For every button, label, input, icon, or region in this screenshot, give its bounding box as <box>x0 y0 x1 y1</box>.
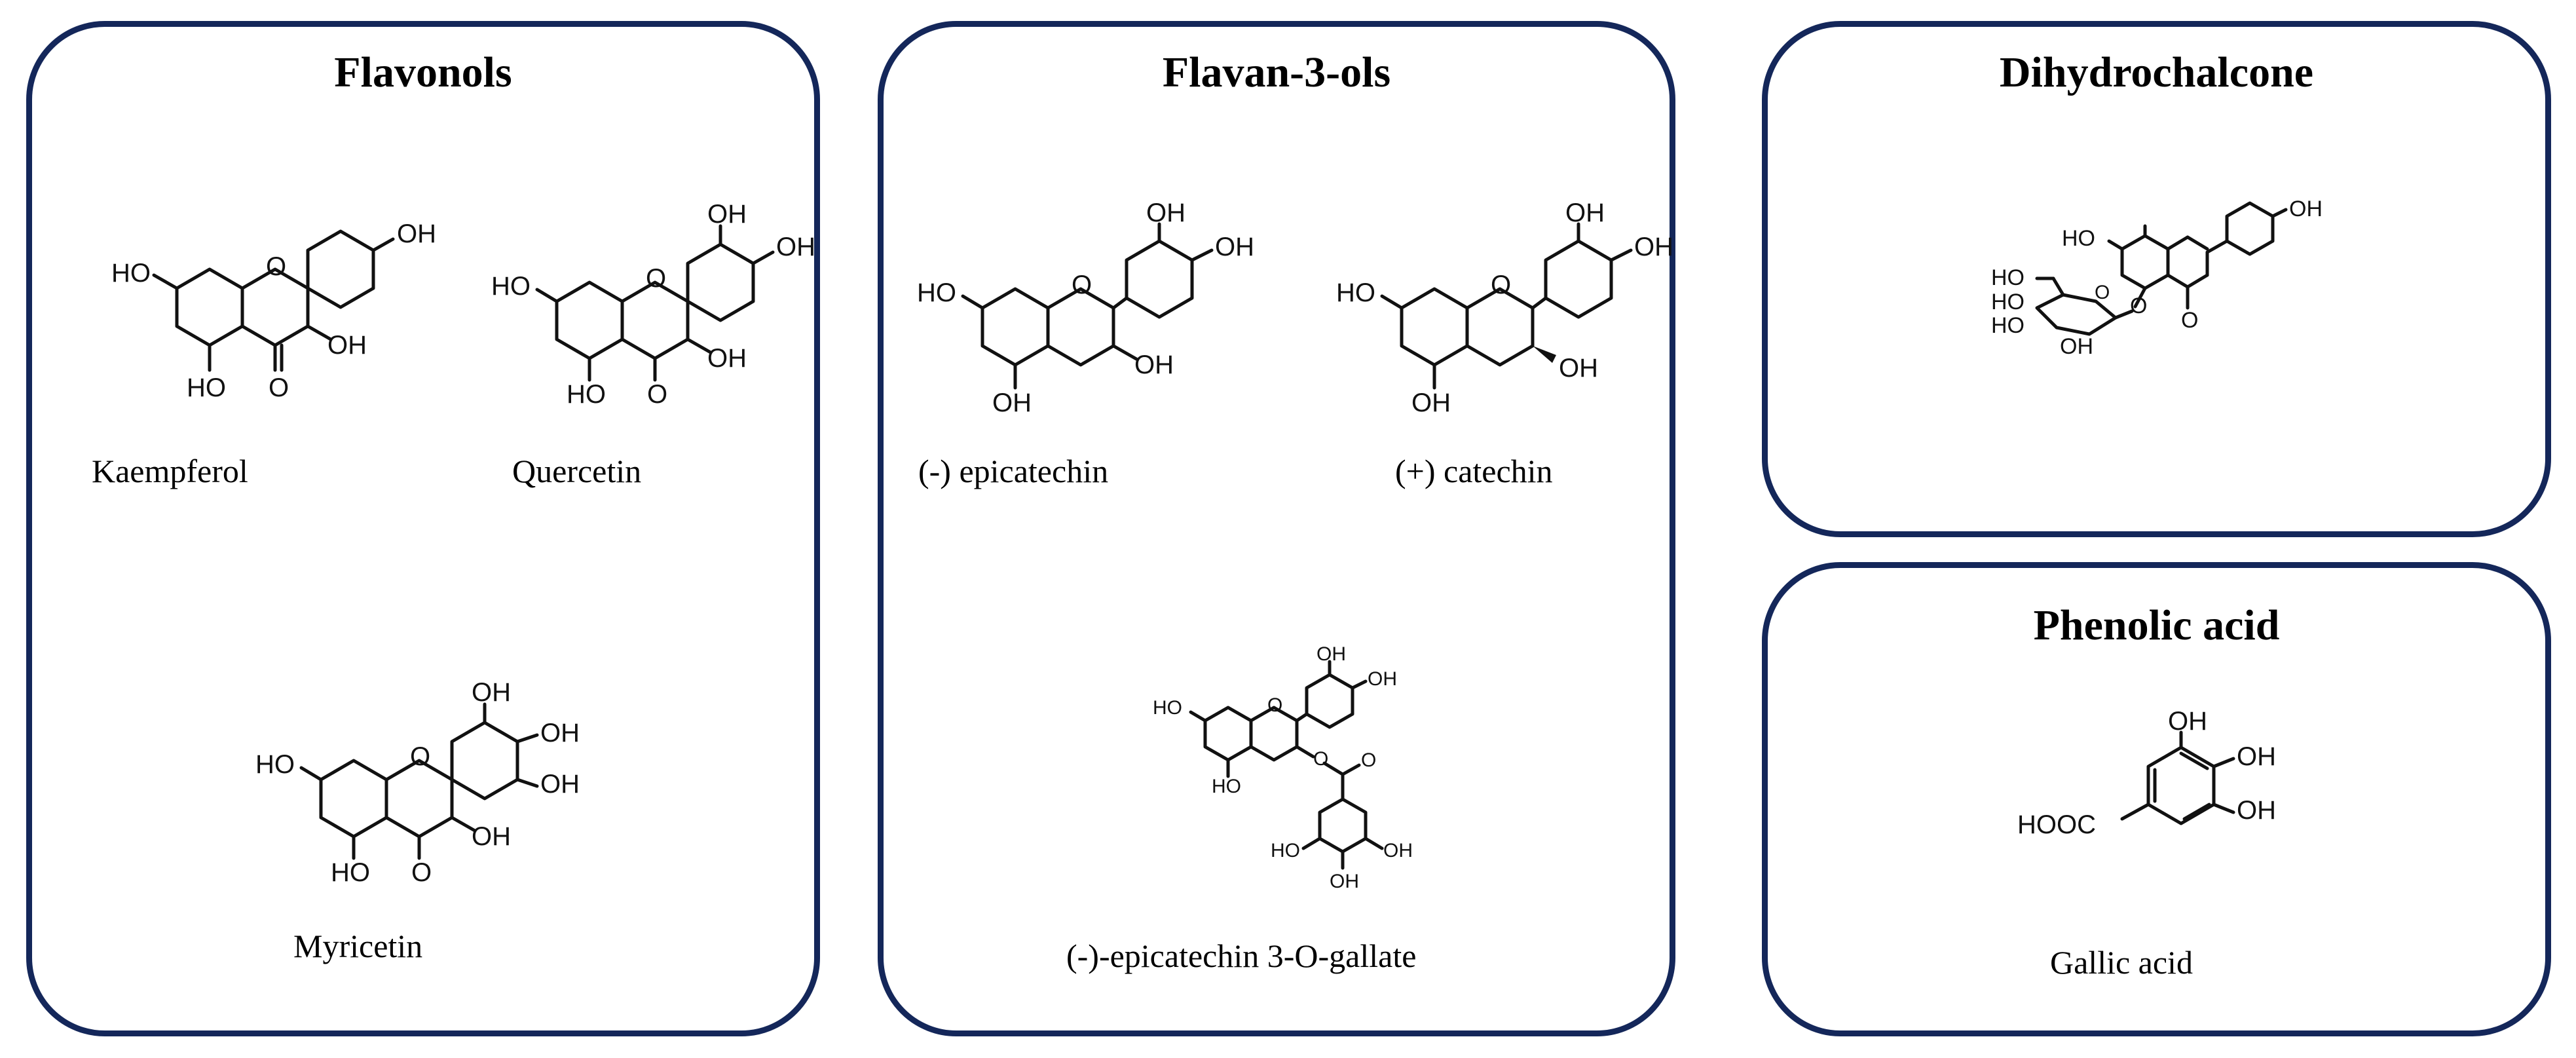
epicatechin-svg: HO O OH OH OH OH <box>917 198 1254 417</box>
svg-text:OH: OH <box>472 678 511 707</box>
panel-title-flavonols: Flavonols <box>334 48 512 96</box>
label-catechin: (+) catechin <box>1395 453 1553 489</box>
myricetin-structure: HO O OH OH OH OH HO O <box>249 678 580 904</box>
svg-text:OH: OH <box>540 770 580 799</box>
panel-flavan-3-ols: Flavan-3-ols <box>878 21 1675 1036</box>
svg-text:OH: OH <box>707 344 747 373</box>
atom-oh-4p: OH <box>397 219 436 248</box>
svg-text:HO: HO <box>1991 290 2025 314</box>
svg-text:HO: HO <box>2062 226 2095 251</box>
svg-text:OH: OH <box>2168 707 2207 736</box>
svg-text:OH: OH <box>1411 388 1451 417</box>
ring-b <box>306 229 375 309</box>
label-quercetin: Quercetin <box>512 453 642 489</box>
panel-title-dihydrochalcone: Dihydrochalcone <box>1999 48 2314 96</box>
svg-text:OH: OH <box>2289 197 2323 221</box>
ring-c <box>240 267 310 347</box>
label-kaempferol: Kaempferol <box>92 453 248 489</box>
svg-text:HO: HO <box>1153 697 1182 719</box>
panel-title-phenolic-acid: Phenolic acid <box>2033 601 2280 649</box>
svg-text:OH: OH <box>992 388 1032 417</box>
svg-text:HO: HO <box>1271 840 1300 861</box>
svg-text:OH: OH <box>1316 643 1346 665</box>
svg-text:OH: OH <box>2237 742 2276 771</box>
svg-text:OH: OH <box>1215 233 1254 261</box>
atom-oh-3: OH <box>327 331 367 360</box>
label-gallic-acid: Gallic acid <box>2050 944 2193 981</box>
dihydrochalcone-structure: HO OH O O O HO HO HO OH <box>1978 190 2384 400</box>
epicatechin-gallate-structure: HO O OH OH O O HO HO OH OH <box>1153 643 1467 917</box>
svg-text:OH: OH <box>1565 198 1605 227</box>
epicatechin-gallate-svg: HO O OH OH O O HO HO OH OH <box>1153 643 1413 892</box>
svg-text:HO: HO <box>1991 265 2025 290</box>
panel-dihydrochalcone: Dihydrochalcone <box>1762 21 2551 537</box>
svg-text:OH: OH <box>707 200 747 229</box>
svg-text:O: O <box>1313 748 1328 770</box>
panel-flavonols: Flavonols <box>26 21 820 1036</box>
svg-text:HO: HO <box>1991 313 2025 338</box>
catechin-structure: HO O OH OH OH OH <box>1336 198 1673 426</box>
svg-text:O: O <box>2095 282 2110 303</box>
svg-text:O: O <box>1267 694 1282 716</box>
gallic-acid-structure: OH OH OH HOOC <box>2004 707 2305 878</box>
svg-text:OH: OH <box>540 719 580 747</box>
svg-text:OH: OH <box>1634 233 1673 261</box>
svg-text:O: O <box>647 380 667 409</box>
quercetin-svg: HO O OH OH OH HO O <box>491 200 815 409</box>
svg-text:HOOC: HOOC <box>2017 810 2096 839</box>
kaempferol-structure: HO O OH OH HO O <box>72 219 439 419</box>
catechin-svg: HO O OH OH OH OH <box>1336 198 1673 417</box>
svg-text:OH: OH <box>776 233 815 261</box>
atom-o-4: O <box>269 373 289 402</box>
svg-text:OH: OH <box>2237 796 2276 825</box>
svg-text:OH: OH <box>1134 350 1174 379</box>
myricetin-svg: HO O OH OH OH OH HO O <box>255 678 580 887</box>
svg-text:HO: HO <box>331 858 370 887</box>
atom-ho-5: HO <box>187 373 226 402</box>
svg-text:O: O <box>2130 293 2147 318</box>
svg-text:O: O <box>2181 308 2198 333</box>
label-myricetin: Myricetin <box>293 928 423 964</box>
svg-text:O: O <box>410 742 430 771</box>
svg-text:OH: OH <box>1146 198 1185 227</box>
svg-text:OH: OH <box>1330 871 1359 892</box>
quercetin-structure: HO O OH OH OH HO O <box>485 200 815 413</box>
svg-text:O: O <box>1491 271 1511 299</box>
svg-text:O: O <box>411 858 432 887</box>
svg-text:HO: HO <box>567 380 606 409</box>
svg-text:HO: HO <box>491 272 531 301</box>
label-epicatechin: (-) epicatechin <box>918 453 1109 489</box>
svg-text:OH: OH <box>472 822 511 851</box>
svg-text:HO: HO <box>917 278 956 307</box>
svg-text:O: O <box>1072 271 1092 299</box>
epicatechin-structure: HO O OH OH OH OH <box>904 198 1258 426</box>
panel-title-flavan-3-ols: Flavan-3-ols <box>1162 48 1391 96</box>
svg-text:HO: HO <box>1336 278 1375 307</box>
svg-text:O: O <box>646 264 666 293</box>
svg-text:OH: OH <box>2060 334 2093 359</box>
svg-text:HO: HO <box>1212 776 1241 797</box>
svg-text:OH: OH <box>1368 668 1397 690</box>
svg-text:OH: OH <box>1559 354 1598 383</box>
svg-text:HO: HO <box>255 750 295 779</box>
atom-ho-7: HO <box>111 259 151 288</box>
atom-o-ring: O <box>266 252 286 281</box>
svg-text:OH: OH <box>1383 840 1413 861</box>
kaempferol-svg: HO O OH OH HO O <box>111 219 436 402</box>
svg-text:O: O <box>1361 749 1376 771</box>
gallic-acid-svg: OH OH OH HOOC <box>2017 707 2276 839</box>
label-epicatechin-gallate: (-)-epicatechin 3-O-gallate <box>1066 937 1417 974</box>
dihydrochalcone-svg: HO OH O O O HO HO HO OH <box>1991 197 2323 359</box>
ring-a <box>175 267 244 347</box>
